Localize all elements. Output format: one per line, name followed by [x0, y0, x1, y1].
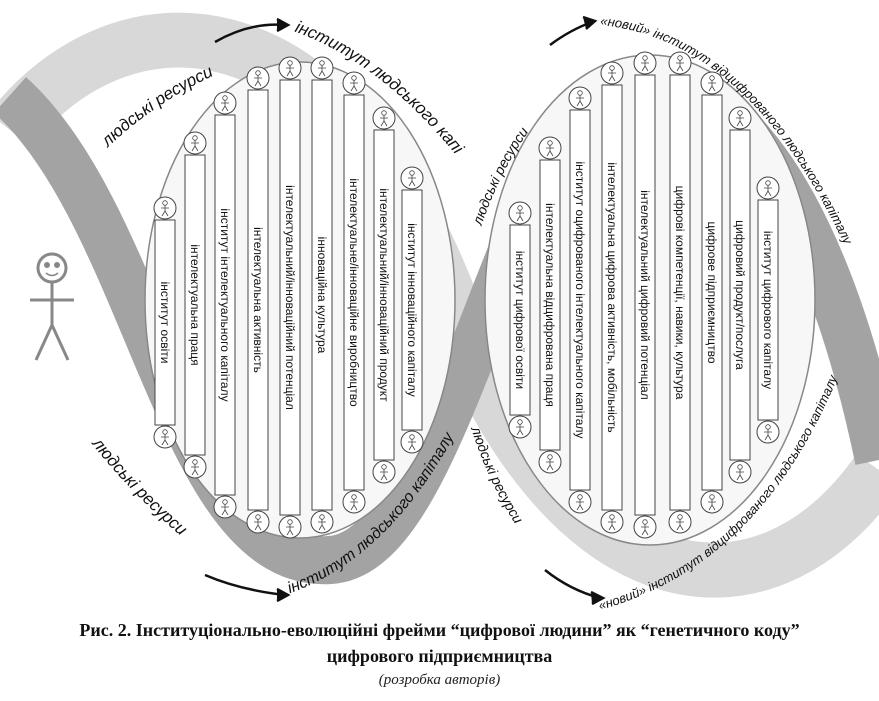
right-rung-label: цифрове підприємництво: [705, 221, 719, 363]
caption-title-line2: цифрового підприємництва: [0, 646, 879, 667]
left-rung-label: інтелектуальний/інноваційний продукт: [377, 188, 391, 402]
left-person-top-icon: [311, 57, 333, 79]
left-person-bottom-icon: [343, 491, 365, 513]
left-rung-label: інститут інтелектуального капіталу: [218, 208, 232, 401]
left-person-top-icon: [343, 72, 365, 94]
left-person-bottom-icon: [184, 456, 206, 478]
left-person-bottom-icon: [214, 496, 236, 518]
right-person-bottom-icon: [539, 451, 561, 473]
right-person-top-icon: [509, 202, 531, 224]
right-person-bottom-icon: [757, 421, 779, 443]
right-person-top-icon: [729, 107, 751, 129]
right-rung-label: цифрові компетенції, навики, культура: [673, 186, 687, 400]
left-person-top-icon: [214, 92, 236, 114]
left-person-top-icon: [247, 67, 269, 89]
right-person-bottom-icon: [569, 491, 591, 513]
left-person-bottom-icon: [154, 426, 176, 448]
right-rung-label: інтелектуальний цифровий потенціал: [638, 190, 652, 399]
right-person-top-icon: [539, 137, 561, 159]
left-person-bottom-icon: [373, 461, 395, 483]
right-rung-label: інститут оцифрованого інтелектуального к…: [573, 162, 587, 439]
left-rung-label: інтелектуальна праця: [188, 244, 202, 365]
caption-authors: (розробка авторів): [0, 672, 879, 689]
right-rung-label: інтелектуальна цифрова активність, мобіл…: [605, 162, 619, 432]
helix-svg: інститут освіти інтелектуальна праця інсти…: [0, 0, 879, 615]
right-person-top-icon: [601, 62, 623, 84]
right-person-bottom-icon: [509, 416, 531, 438]
right-person-bottom-icon: [601, 511, 623, 533]
stick-figure-icon: [30, 254, 74, 360]
right-person-top-icon: [569, 87, 591, 109]
right-person-top-icon: [757, 177, 779, 199]
left-person-top-icon: [184, 132, 206, 154]
left-rung-label: інтелектуальна активність: [251, 227, 265, 373]
right-person-bottom-icon: [634, 516, 656, 538]
right-rung-label: цифровий продукт/послуга: [733, 220, 747, 370]
left-person-bottom-icon: [401, 431, 423, 453]
left-person-bottom-icon: [247, 511, 269, 533]
left-rung-label: інтелектуальне/інноваційне виробництво: [347, 178, 361, 407]
right-person-top-icon: [634, 52, 656, 74]
left-rung-label: інноваційна культура: [315, 237, 329, 354]
right-rung-label: інтелектуальна відцифрована праця: [543, 203, 557, 407]
left-rung-label: інститут освіти: [158, 282, 172, 364]
left-person-bottom-icon: [311, 511, 333, 533]
right-rung-label: інститут цифрового капіталу: [761, 231, 775, 389]
right-person-bottom-icon: [729, 461, 751, 483]
left-person-top-icon: [279, 57, 301, 79]
left-rung-label: інтелектуальний/інноваційний потенціал: [283, 185, 297, 410]
left-person-top-icon: [373, 107, 395, 129]
caption-title: Рис. 2. Інституціонально-еволюційні фрей…: [0, 620, 879, 641]
left-rung-label: інститут інноваційного капіталу: [405, 223, 419, 397]
right-person-bottom-icon: [701, 491, 723, 513]
left-person-top-icon: [401, 167, 423, 189]
right-person-bottom-icon: [669, 511, 691, 533]
left-person-bottom-icon: [279, 516, 301, 538]
right-rung-label: інститут цифрової освіти: [513, 251, 527, 389]
left-person-top-icon: [154, 197, 176, 219]
